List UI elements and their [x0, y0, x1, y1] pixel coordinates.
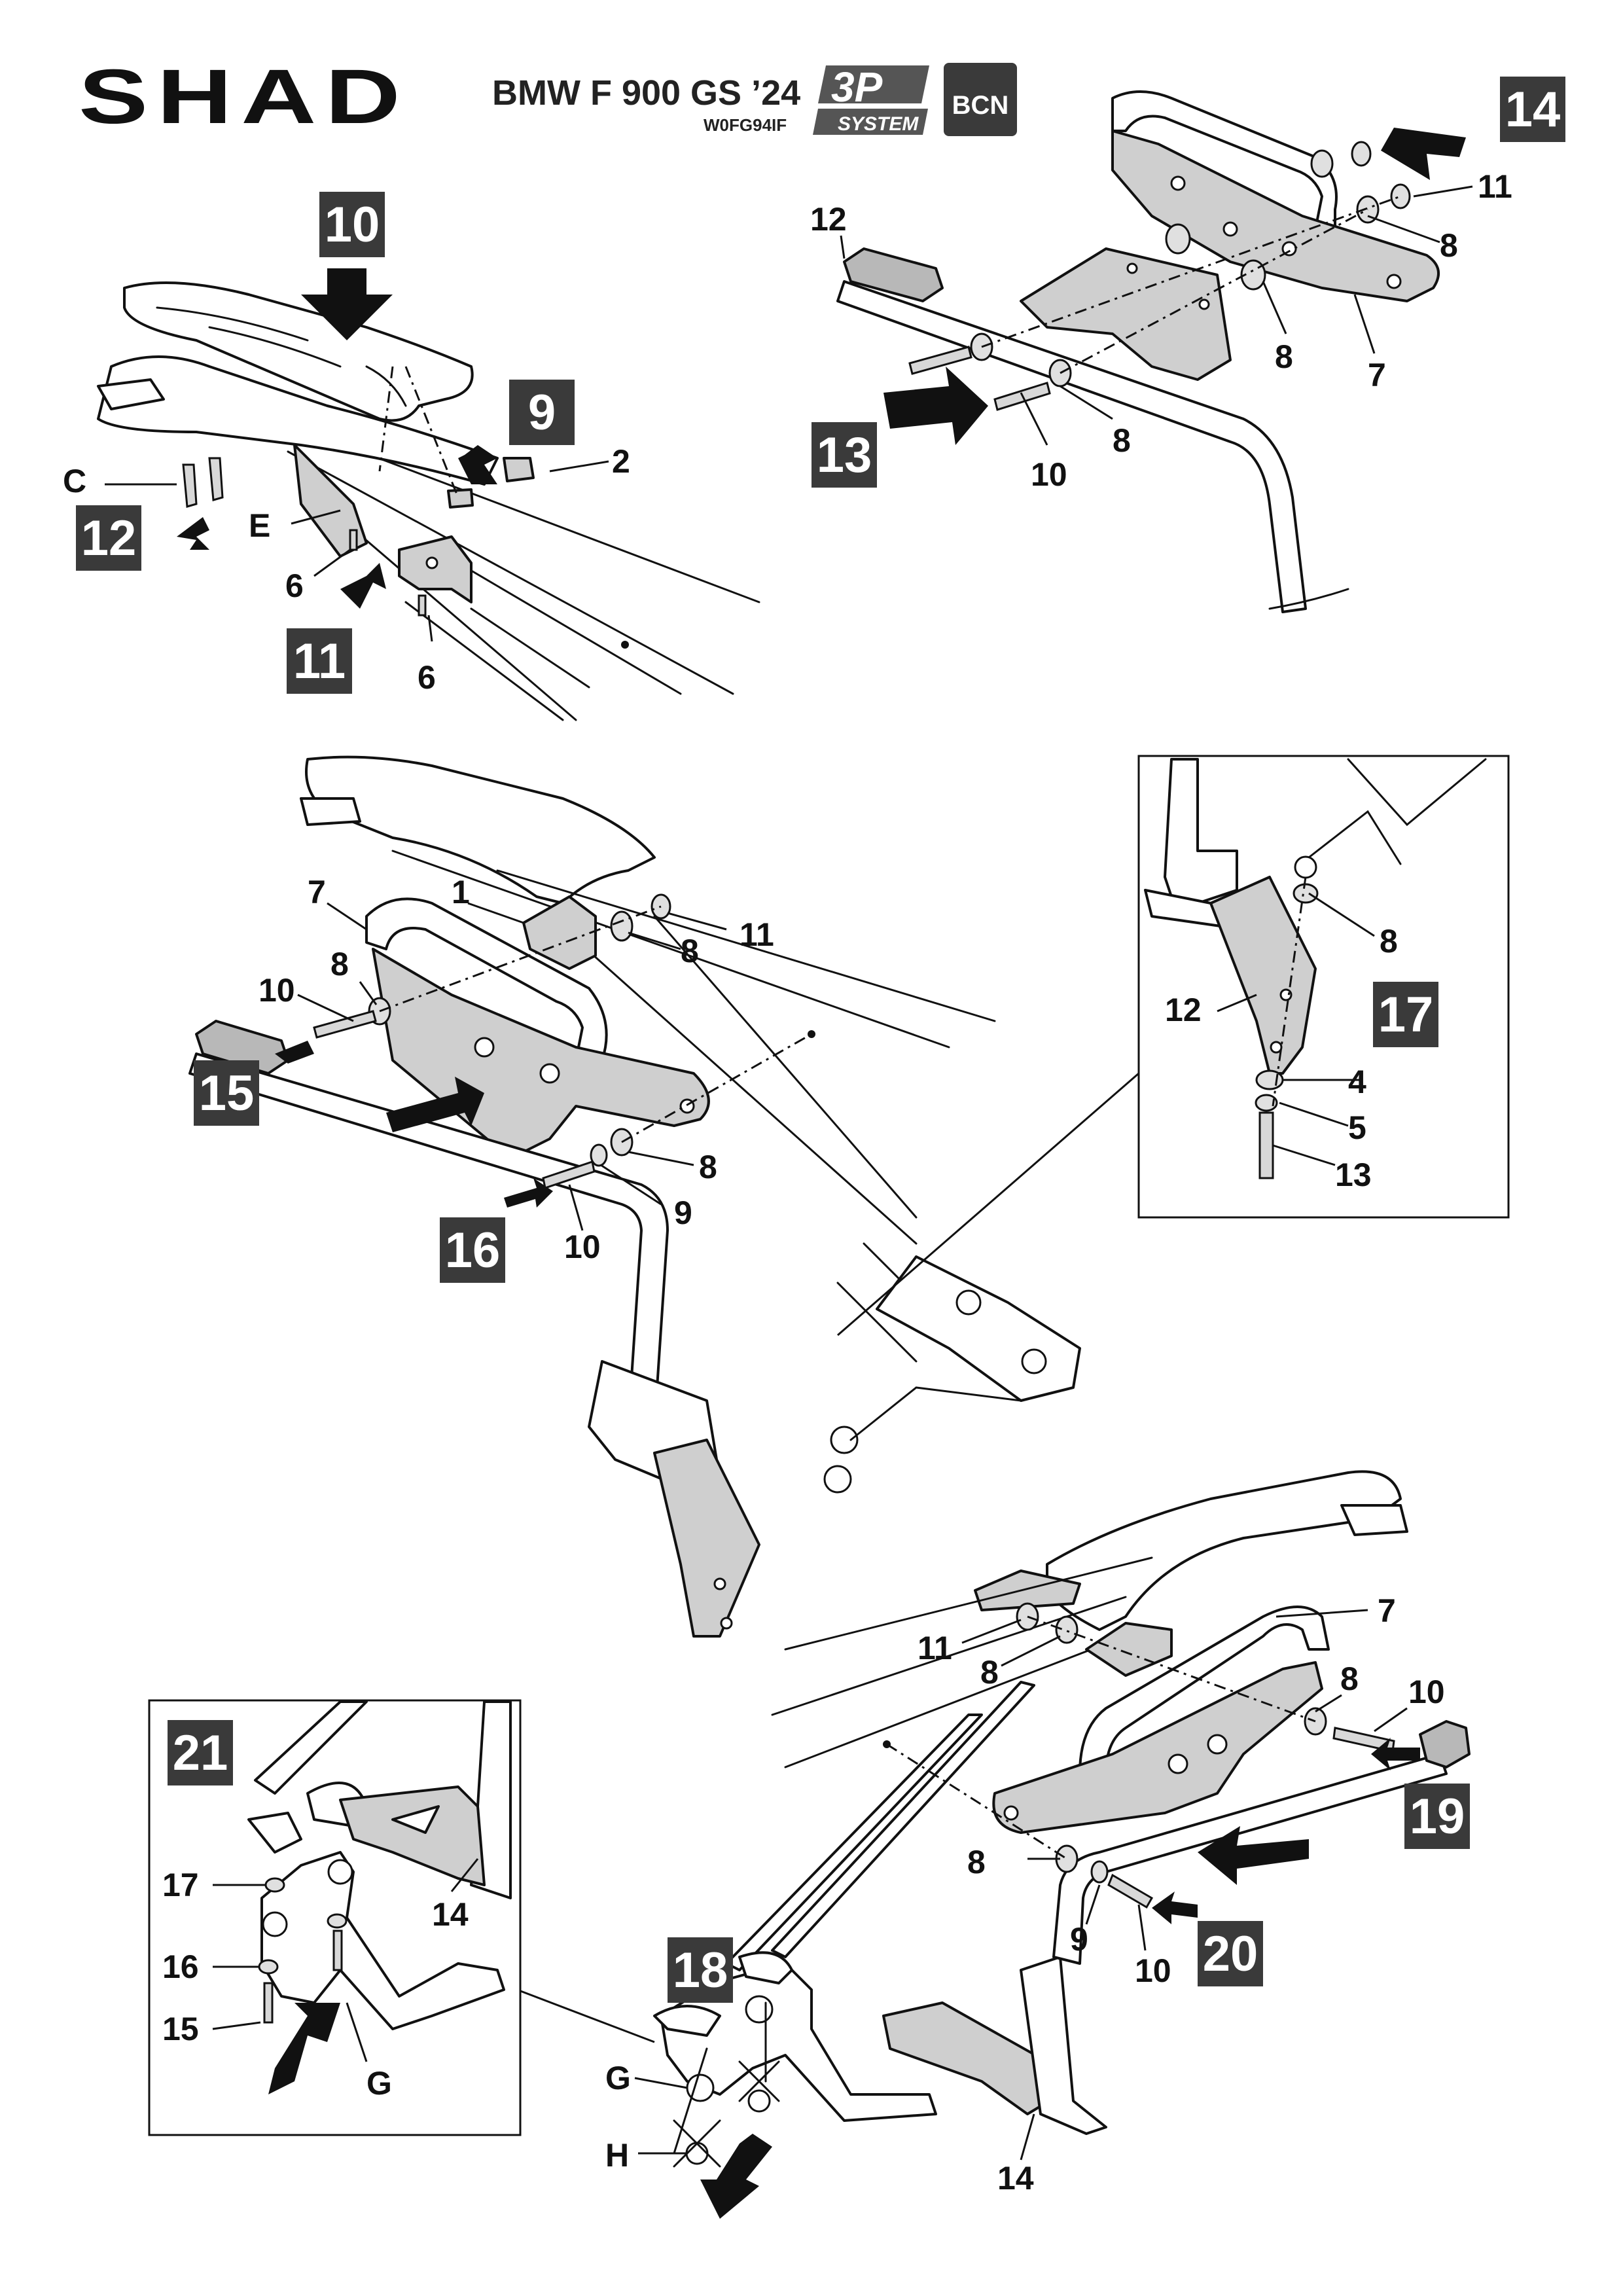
tail-light [97, 378, 165, 410]
label-G-21: G [366, 2065, 392, 2102]
label-11-15: 11 [740, 916, 774, 953]
model-title: BMW F 900 GS ’24 [492, 73, 800, 113]
label-7-15: 7 [308, 874, 326, 910]
step-19: 19 [1410, 1789, 1465, 1844]
step-12: 12 [81, 511, 137, 566]
panel-bottom-right: 19 20 18 11 8 7 8 10 8 9 10 14 G H [516, 1470, 1471, 2219]
panel-top-left: 10 9 12 11 C E 6 6 2 [63, 192, 760, 721]
label-6b: 6 [418, 659, 436, 696]
svg-text:BCN: BCN [952, 91, 1009, 120]
arrow-13-right [883, 367, 988, 445]
label-8c: 8 [1113, 422, 1131, 459]
step-9: 9 [528, 385, 556, 440]
3p-system-badge: 3P SYSTEM [813, 63, 929, 135]
label-H: H [605, 2137, 629, 2174]
header: SHAD BMW F 900 GS ’24 W0FG94IF 3P SYSTEM… [79, 53, 1017, 139]
arrow-16-right [504, 1178, 553, 1208]
label-10-20: 10 [1135, 1952, 1171, 1989]
step-18: 18 [673, 1943, 728, 1998]
label-12: 12 [810, 201, 847, 238]
step-11: 11 [293, 634, 346, 689]
label-5: 5 [1348, 1109, 1366, 1146]
label-10-19: 10 [1408, 1674, 1445, 1710]
rail-plate [1020, 247, 1232, 381]
label-13-17: 13 [1335, 1157, 1372, 1193]
label-8-19b: 8 [1340, 1660, 1359, 1697]
label-11-19: 11 [918, 1630, 952, 1666]
plate-11 [398, 535, 473, 603]
inset-step-17: 17 8 12 4 5 13 [1137, 755, 1510, 1219]
svg-text:SYSTEM: SYSTEM [838, 113, 919, 135]
step-17: 17 [1378, 987, 1434, 1043]
arrow-11-up [340, 563, 386, 609]
label-10: 10 [1031, 456, 1067, 493]
arrow-21-up [268, 2003, 340, 2094]
arrow-10-down [301, 268, 393, 340]
label-8b: 8 [1275, 338, 1293, 375]
svg-text:3P: 3P [831, 63, 883, 111]
label-12-17: 12 [1165, 992, 1202, 1028]
arrow-15-right [386, 1077, 484, 1132]
label-9-20: 9 [1070, 1921, 1088, 1958]
panel-top-right: 14 13 12 11 8 8 7 8 10 [810, 77, 1565, 613]
label-11: 11 [1478, 168, 1512, 205]
arrow-9-down [458, 445, 497, 484]
step-13: 13 [817, 427, 872, 483]
label-15: 15 [162, 2011, 199, 2047]
label-16: 16 [162, 1948, 199, 1985]
arrow-19-left [1198, 1826, 1309, 1885]
label-G-18: G [605, 2060, 631, 2096]
label-8: 8 [1440, 227, 1458, 264]
label-8-20: 8 [967, 1844, 986, 1880]
label-10-16: 10 [564, 1229, 601, 1265]
label-8-16: 8 [699, 1149, 717, 1185]
arrow-14-left [1381, 128, 1466, 180]
brand-logo: SHAD [79, 53, 409, 139]
step-15: 15 [199, 1066, 255, 1121]
label-7-19: 7 [1378, 1592, 1396, 1629]
label-8-15b: 8 [681, 933, 699, 969]
panel-middle-left: 15 16 7 1 8 10 8 11 8 9 10 [188, 755, 1139, 1638]
label-E: E [249, 507, 270, 544]
bcn-badge: BCN [944, 63, 1017, 136]
label-6: 6 [285, 567, 304, 604]
label-14-18: 14 [997, 2160, 1034, 2197]
inset-step-21: 21 17 14 16 15 G [148, 1699, 522, 2136]
label-9-16: 9 [674, 1194, 692, 1231]
step-10: 10 [325, 197, 380, 253]
step-21: 21 [173, 1725, 228, 1781]
label-8-17: 8 [1380, 923, 1398, 960]
arrow-12-up [177, 517, 209, 550]
step-16: 16 [445, 1223, 501, 1278]
arrow-18-down [700, 2134, 772, 2219]
arrow-20-left [1152, 1892, 1198, 1924]
label-7: 7 [1368, 357, 1386, 393]
label-10-15: 10 [259, 972, 295, 1009]
step-20: 20 [1203, 1926, 1258, 1982]
label-4: 4 [1348, 1064, 1366, 1100]
step-14: 14 [1505, 82, 1561, 137]
label-8-15: 8 [330, 946, 349, 982]
label-1: 1 [452, 874, 470, 910]
product-code: W0FG94IF [704, 115, 787, 135]
label-14-21: 14 [432, 1896, 469, 1933]
label-8-19: 8 [980, 1654, 999, 1691]
label-2: 2 [612, 443, 630, 480]
label-C: C [63, 463, 86, 499]
label-17: 17 [162, 1867, 199, 1903]
